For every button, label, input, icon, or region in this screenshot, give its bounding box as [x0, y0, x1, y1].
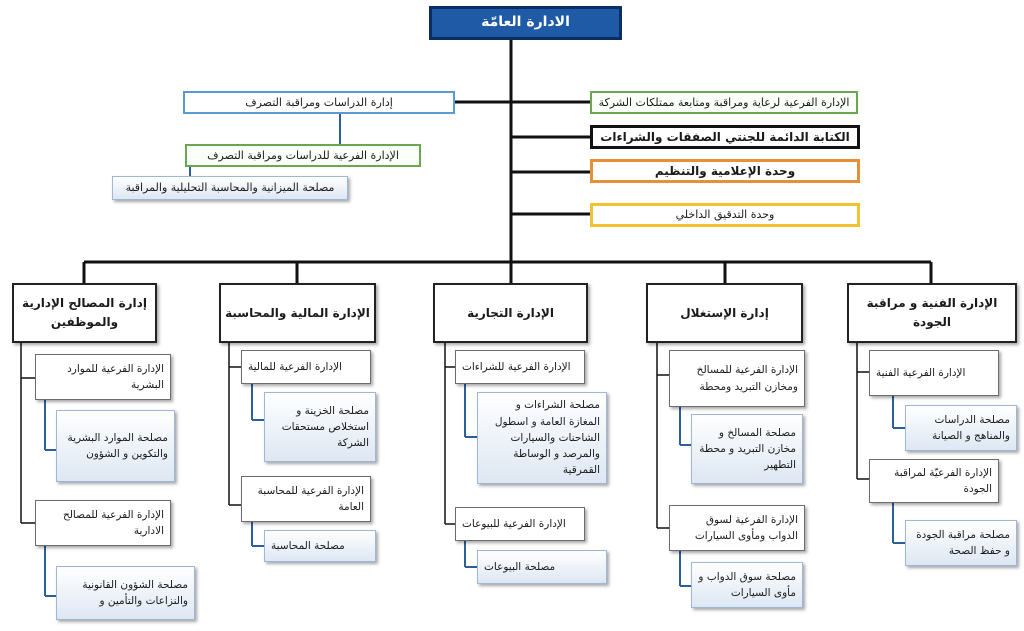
legal-service-label: مصلحة الشؤون القانونية والنزاعات والتأمي… — [82, 578, 188, 607]
technical-subdepartment-box: الإدارة الفرعية الفنية — [869, 350, 999, 396]
commercial-department-label: الإدارة التجارية — [467, 305, 554, 320]
procurement-secretariat-box: الكتابة الدائمة للجنتي الصفقات والشراءات — [590, 125, 860, 149]
budget-service-label: مصلحة الميزانية والمحاسبة التحليلية والم… — [125, 181, 335, 195]
quality-subdepartment-box: الإدارة الفرعيّة لمراقبة الجودة — [869, 459, 999, 503]
budget-service-box: مصلحة الميزانية والمحاسبة التحليلية والم… — [112, 176, 348, 200]
purchasing-subdepartment-label: الإدارة الفرعية للشراءات — [462, 360, 571, 373]
sales-service-label: مصلحة البيوعات — [484, 560, 556, 573]
livestock-market-subdepartment-box: الإدارة الفرعية لسوق الدواب ومأوى السيار… — [669, 505, 805, 551]
maintenance-service-box: مصلحة الدراسات والمناهج و الصيانة — [905, 405, 1017, 451]
technical-department-box: الإدارة الفنية و مراقبة الجودة — [847, 283, 1017, 343]
general-management-box: الادارة العامّة — [429, 6, 622, 40]
finance-subdepartment-label: الإدارة الفرعية للمالية — [248, 360, 342, 373]
sales-subdepartment-label: الإدارة الفرعية للبيوعات — [462, 517, 566, 530]
finance-department-label: الإدارة المالية والمحاسبة — [225, 305, 370, 320]
sales-subdepartment-box: الإدارة الفرعية للبيوعات — [455, 507, 585, 541]
accounting-service-box: مصلحة المحاسبة — [264, 530, 376, 562]
livestock-market-service-box: مصلحة سوق الدواب و مأوى السيارات — [691, 562, 803, 608]
hr-service-label: مصلحة الموارد البشرية والتكوين و الشؤون — [67, 431, 168, 460]
admin-department-label: إدارة المصالح الإدارية والموظفين — [22, 296, 147, 329]
property-subdepartment-label: الإدارة الفرعية لرعاية ومراقبة ومتابعة م… — [598, 95, 850, 109]
audit-unit-label: وحدة التدقيق الداخلي — [675, 208, 775, 222]
legal-service-box: مصلحة الشؤون القانونية والنزاعات والتأمي… — [56, 566, 195, 620]
accounting-subdepartment-label: الإدارة الفرعية للمحاسبة العامة — [257, 484, 364, 513]
hr-subdepartment-box: الإدارة الفرعية للموارد البشرية — [35, 354, 171, 400]
procurement-secretariat-label: الكتابة الدائمة للجنتي الصفقات والشراءات — [600, 129, 850, 144]
studies-subdepartment-label: الإدارة الفرعية للدراسات ومراقبة التصرف — [207, 148, 399, 162]
purchasing-service-label: مصلحة الشراءات و المغازة العامة و اسطول … — [494, 399, 600, 477]
sales-service-box: مصلحة البيوعات — [477, 550, 607, 584]
admin-department-box: إدارة المصالح الإدارية والموظفين — [12, 283, 157, 343]
media-unit-box: وحدة الإعلامية والتنظيم — [590, 159, 860, 183]
quality-service-label: مصلحة مراقبة الجودة و حفظ الصحة — [916, 528, 1010, 557]
hr-subdepartment-label: الإدارة الفرعية للموارد البشرية — [67, 362, 164, 391]
treasury-service-label: مصلحة الخزينة و استخلاص مستحقات الشركة — [281, 404, 369, 450]
property-subdepartment-box: الإدارة الفرعية لرعاية ومراقبة ومتابعة م… — [590, 91, 858, 114]
quality-service-box: مصلحة مراقبة الجودة و حفظ الصحة — [905, 520, 1017, 566]
technical-subdepartment-label: الإدارة الفرعية الفنية — [876, 366, 966, 379]
operations-department-label: إدارة الإستغلال — [680, 305, 769, 320]
accounting-subdepartment-box: الإدارة الفرعية للمحاسبة العامة — [241, 476, 371, 522]
slaughterhouse-subdepartment-label: الإدارة الفرعية للمسالخ ومخازن التبريد و… — [696, 364, 798, 393]
finance-department-box: الإدارة المالية والمحاسبة — [219, 283, 376, 343]
media-unit-label: وحدة الإعلامية والتنظيم — [654, 163, 796, 178]
purchasing-subdepartment-box: الإدارة الفرعية للشراءات — [455, 350, 585, 384]
audit-unit-box: وحدة التدقيق الداخلي — [590, 203, 860, 227]
treasury-service-box: مصلحة الخزينة و استخلاص مستحقات الشركة — [264, 392, 376, 462]
technical-department-label: الإدارة الفنية و مراقبة الجودة — [866, 296, 998, 329]
slaughterhouse-service-label: مصلحة المسالخ و مخازن التبريد و محطة الت… — [699, 426, 796, 472]
studies-subdepartment-box: الإدارة الفرعية للدراسات ومراقبة التصرف — [185, 144, 421, 167]
commercial-department-box: الإدارة التجارية — [433, 283, 588, 343]
operations-department-box: إدارة الإستغلال — [646, 283, 803, 343]
accounting-service-label: مصلحة المحاسبة — [271, 539, 345, 552]
quality-subdepartment-label: الإدارة الفرعيّة لمراقبة الجودة — [894, 466, 992, 495]
finance-subdepartment-box: الإدارة الفرعية للمالية — [241, 350, 371, 384]
admin-services-subdepartment-box: الإدارة الفرعية للمصالح الادارية — [35, 500, 171, 546]
studies-department-box: إدارة الدراسات ومراقبة التصرف — [183, 91, 455, 114]
purchasing-service-box: مصلحة الشراءات و المغازة العامة و اسطول … — [477, 392, 607, 484]
livestock-market-service-label: مصلحة سوق الدواب و مأوى السيارات — [698, 570, 796, 599]
general-management-label: الادارة العامّة — [481, 14, 570, 31]
slaughterhouse-service-box: مصلحة المسالخ و مخازن التبريد و محطة الت… — [691, 414, 803, 484]
hr-service-box: مصلحة الموارد البشرية والتكوين و الشؤون — [56, 410, 175, 482]
studies-department-label: إدارة الدراسات ومراقبة التصرف — [245, 95, 393, 109]
livestock-market-subdepartment-label: الإدارة الفرعية لسوق الدواب ومأوى السيار… — [694, 513, 798, 542]
admin-services-subdepartment-label: الإدارة الفرعية للمصالح الادارية — [62, 508, 164, 537]
slaughterhouse-subdepartment-box: الإدارة الفرعية للمسالخ ومخازن التبريد و… — [669, 350, 805, 407]
maintenance-service-label: مصلحة الدراسات والمناهج و الصيانة — [932, 413, 1010, 442]
